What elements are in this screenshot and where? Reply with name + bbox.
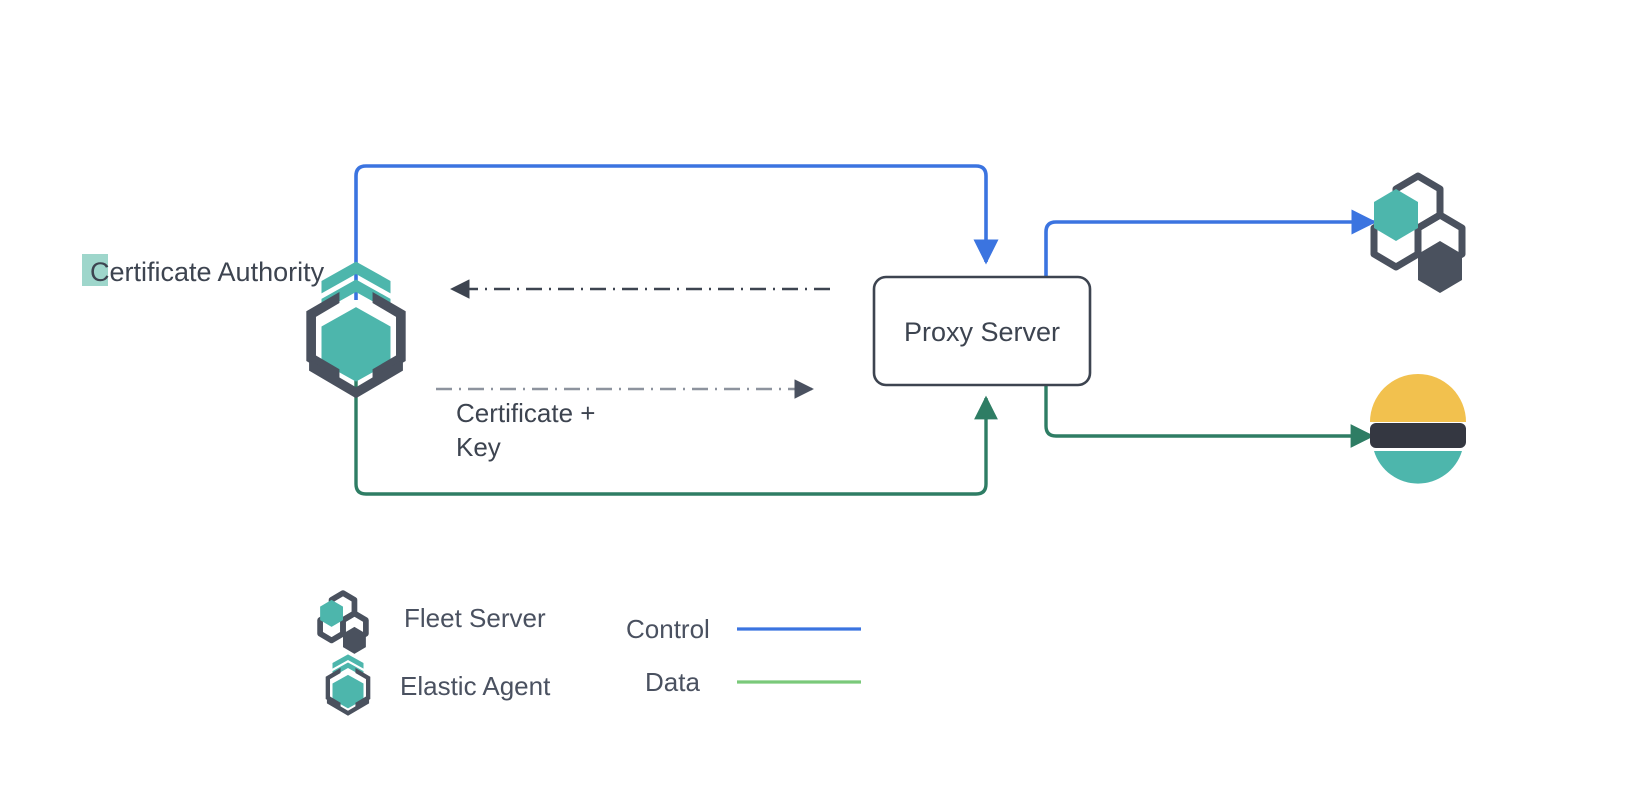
legend-label-control: Control [626, 614, 710, 644]
legend-label-data: Data [645, 667, 700, 697]
legend-fleet-server-icon [317, 590, 369, 654]
elastic-agent-icon[interactable] [306, 261, 406, 399]
proxy-server-label: Proxy Server [904, 317, 1060, 347]
elasticsearch-icon[interactable] [1370, 374, 1466, 484]
certificate-authority-label-group: Certificate Authority [82, 254, 325, 287]
legend-item-data: Data [645, 667, 861, 697]
certificate-authority-label: Certificate Authority [90, 257, 325, 287]
edge-control-proxy-to-fleet [1044, 209, 1377, 280]
node-proxy-server[interactable]: Proxy Server [872, 275, 1092, 387]
legend-item-elastic-agent: Elastic Agent [325, 654, 551, 716]
text-selection-highlight [82, 254, 108, 286]
edge-label-certificate-key-line1: Certificate + [456, 398, 595, 428]
edge-control-agent-to-proxy [354, 164, 999, 300]
edge-label-certificate-key-line2: Key [456, 432, 501, 462]
legend-item-control: Control [626, 614, 861, 644]
legend-label-fleet-server: Fleet Server [404, 603, 546, 633]
legend-label-elastic-agent: Elastic Agent [400, 671, 551, 701]
fleet-server-icon[interactable] [1370, 172, 1466, 293]
edge-data-proxy-to-elasticsearch [1044, 384, 1375, 448]
legend-elastic-agent-icon [325, 654, 371, 716]
edge-data-agent-to-proxy [354, 372, 998, 496]
legend-item-fleet-server: Fleet Server [317, 590, 546, 654]
proxy-server-box[interactable] [872, 275, 1092, 387]
